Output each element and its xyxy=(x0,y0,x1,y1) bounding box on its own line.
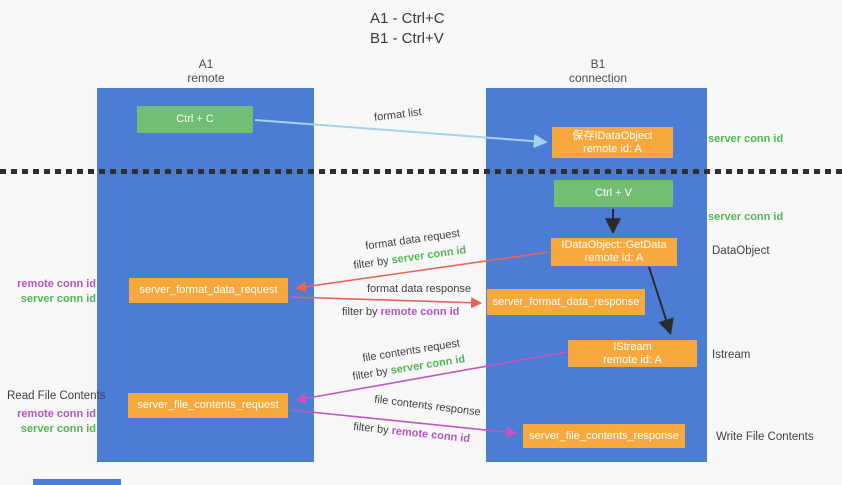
partial-blue-bar xyxy=(33,479,121,485)
read-file-contents-label: Read File Contents xyxy=(7,390,106,402)
save-dataobject-line1: 保存IDataObject xyxy=(572,129,653,142)
file-response-node: server_file_contents_response xyxy=(523,424,685,448)
left-top-conn-ids: remote conn id server conn id xyxy=(8,277,96,307)
remote-conn-id-text: remote conn id xyxy=(391,424,471,446)
ctrl-v-label: Ctrl + V xyxy=(595,187,632,199)
ctrl-c-node: Ctrl + C xyxy=(137,106,253,133)
format-list-label: format list xyxy=(373,106,423,124)
right-column-role: connection xyxy=(568,71,628,85)
format-request-node: server_format_data_request xyxy=(129,278,288,303)
right-column-header: B1 connection xyxy=(518,57,678,85)
server-conn-id-right-1: server conn id xyxy=(708,133,784,145)
remote-conn-id-annotation: remote conn id xyxy=(17,278,96,290)
format-response-label: server_format_data_response xyxy=(492,295,640,308)
remote-conn-id-text: remote conn id xyxy=(380,306,460,318)
format-request-label: server_format_data_request xyxy=(139,284,278,296)
dotted-separator-line xyxy=(0,169,842,174)
ctrl-v-node: Ctrl + V xyxy=(554,180,673,207)
file-request-node: server_file_contents_request xyxy=(128,393,288,418)
server-conn-id-annotation: server conn id xyxy=(20,423,96,435)
left-bottom-conn-ids: remote conn id server conn id xyxy=(8,407,96,437)
right-column-name: B1 xyxy=(590,57,606,71)
dataobject-label: DataObject xyxy=(712,245,770,257)
save-dataobject-node: 保存IDataObject remote id: A xyxy=(552,127,673,158)
filter-by-text: filter by xyxy=(352,420,390,437)
left-column-header: A1 remote xyxy=(126,57,286,85)
istream-line1: IStream xyxy=(613,340,652,353)
filter-by-text: filter by xyxy=(351,365,389,383)
format-data-response-label: format data response xyxy=(367,283,471,295)
server-conn-id-annotation: server conn id xyxy=(20,293,96,305)
file-contents-response-label: file contents response xyxy=(373,393,482,419)
format-data-response-arrow xyxy=(290,296,483,309)
left-column-name: A1 xyxy=(198,57,214,71)
file-contents-response-filter-label: filter by remote conn id xyxy=(353,421,471,445)
istream-side-label: Istream xyxy=(712,349,751,361)
write-file-contents-label: Write File Contents xyxy=(716,431,814,443)
remote-conn-id-annotation: remote conn id xyxy=(17,408,96,420)
getdata-line2: remote id: A xyxy=(584,252,644,264)
server-conn-id-right-2: server conn id xyxy=(708,211,784,223)
file-response-label: server_file_contents_response xyxy=(529,429,679,442)
getdata-node: IDataObject::GetData remote id: A xyxy=(551,238,677,266)
title-line-1: A1 - Ctrl+C xyxy=(370,10,445,27)
page-title: A1 - Ctrl+C B1 - Ctrl+V xyxy=(370,9,445,49)
filter-by-text: filter by xyxy=(352,255,390,272)
istream-line2: remote id: A xyxy=(603,353,662,366)
ctrl-c-label: Ctrl + C xyxy=(176,113,214,125)
istream-node: IStream remote id: A xyxy=(568,340,697,367)
format-response-node: server_format_data_response xyxy=(487,289,645,315)
filter-by-text: filter by xyxy=(342,306,378,318)
file-request-label: server_file_contents_request xyxy=(137,399,279,411)
format-data-response-filter-label: filter by remote conn id xyxy=(342,306,459,318)
left-column-role: remote xyxy=(187,71,225,85)
save-dataobject-line2: remote id: A xyxy=(583,142,642,155)
title-line-2: B1 - Ctrl+V xyxy=(370,30,444,47)
getdata-line1: IDataObject::GetData xyxy=(561,239,667,251)
